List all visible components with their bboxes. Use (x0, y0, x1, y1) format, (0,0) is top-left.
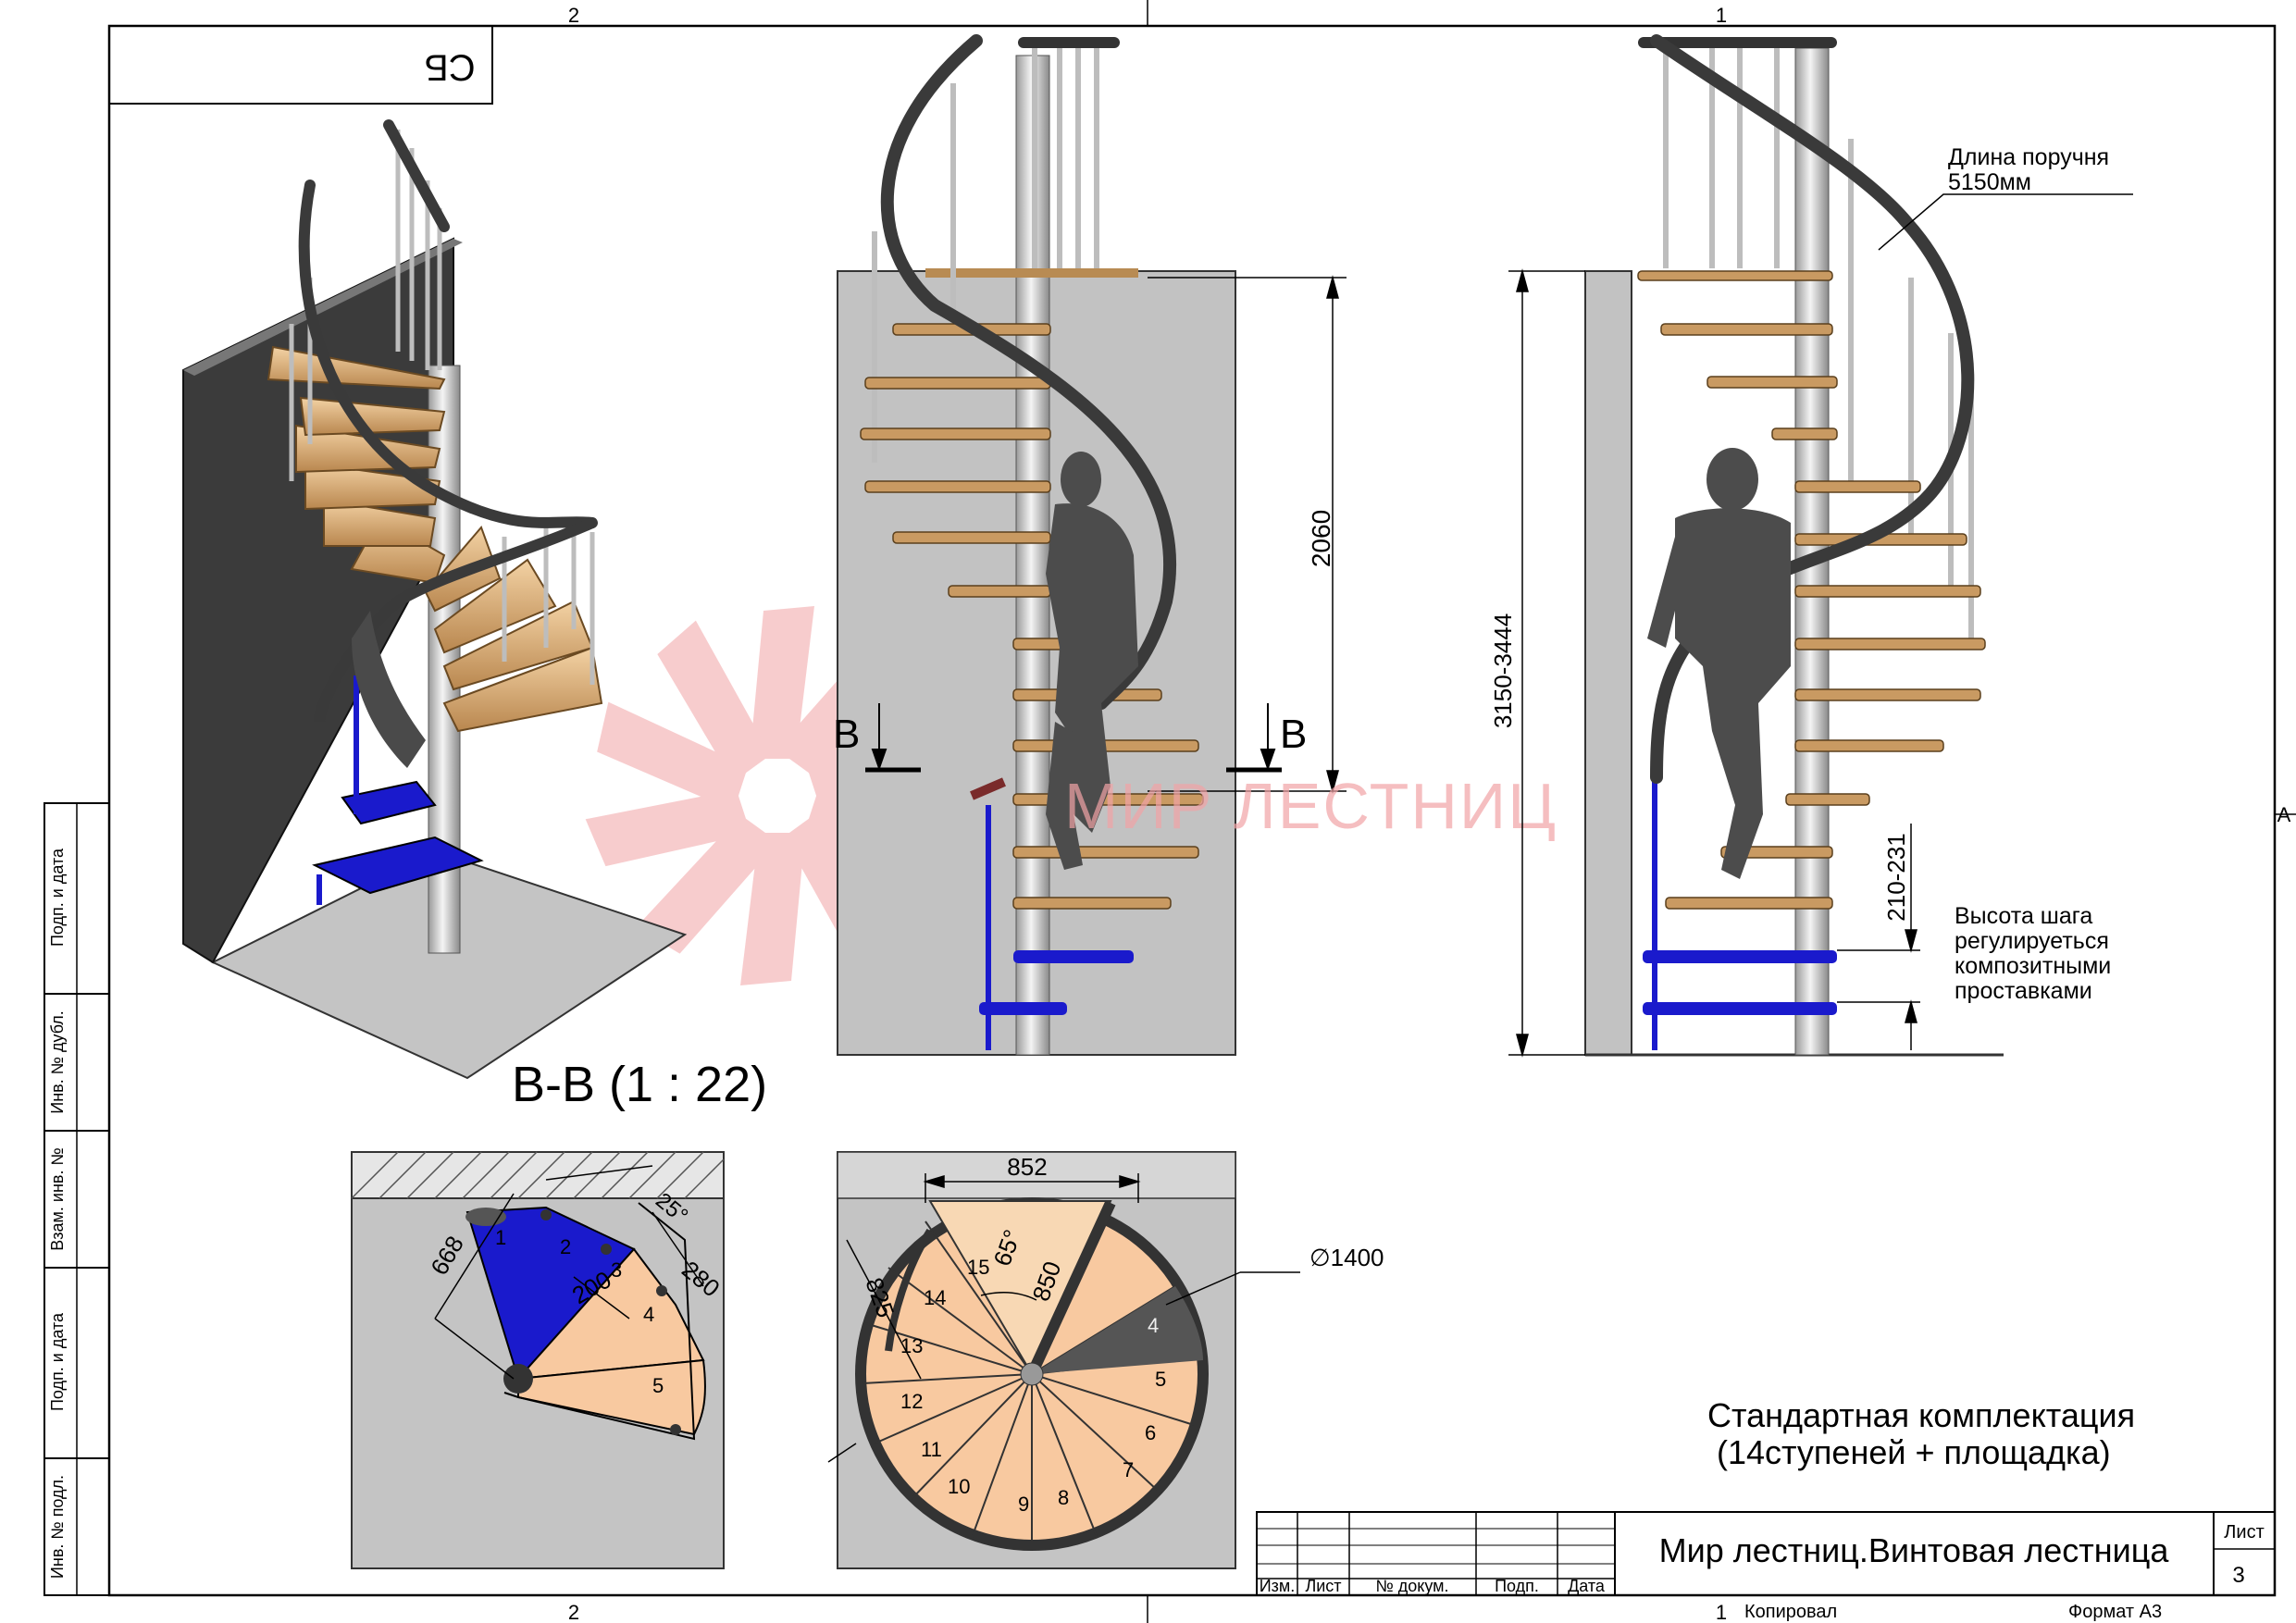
plan-left-step-3: 3 (611, 1258, 622, 1282)
stamp-corner: СБ (424, 46, 475, 87)
title-block-title: Мир лестниц.Винтовая лестница (1659, 1531, 2170, 1569)
title-block-header-izm: Изм. (1260, 1577, 1296, 1595)
height-dim-2060: 2060 (1307, 510, 1335, 567)
plan-right-step-4: 4 (1148, 1314, 1159, 1337)
isometric-view (182, 119, 688, 1080)
plan-right-step-7: 7 (1123, 1458, 1134, 1481)
watermark-text: МИР ЛЕСТНИЦ (1064, 770, 1558, 842)
title-block-copied: Копировал (1744, 1602, 1837, 1622)
side-label-4: Подп. и дата (48, 1312, 67, 1411)
plan-right-step-11: 11 (921, 1438, 942, 1461)
plan-right-step-5: 5 (1155, 1368, 1166, 1391)
plan-left-step-5: 5 (652, 1374, 664, 1397)
section-label: B-B (1 : 22) (512, 1057, 767, 1112)
side-label-2: Инв. № дубл. (48, 1010, 67, 1113)
title-block-header-doc: № докум. (1375, 1577, 1448, 1595)
plan-right-step-9: 9 (1018, 1493, 1029, 1516)
handrail-note-line2: 5150мм (1948, 169, 2031, 195)
plan-right-diameter: ∅1400 (1309, 1244, 1384, 1271)
step-note-line2: регулируеться (1955, 928, 2109, 954)
plan-left-step-1: 1 (495, 1226, 506, 1249)
plan-right-step-15: 15 (967, 1256, 989, 1279)
zone-right: A (2277, 803, 2291, 826)
total-height-dim: 3150-3444 (1489, 613, 1517, 728)
cut-label-left: B (833, 712, 860, 757)
plan-right-step-13: 13 (900, 1334, 923, 1357)
title-block-format: Формат А3 (2068, 1602, 2162, 1622)
plan-left (351, 1151, 725, 1569)
step-height-dim: 210-231 (1882, 833, 1910, 921)
side-label-3: Взам. инв. № (48, 1147, 67, 1251)
front-view (837, 34, 1347, 1056)
cut-label-right: B (1280, 712, 1307, 757)
zone-bottom-left: 2 (568, 1601, 579, 1623)
plan-right-step-6: 6 (1145, 1421, 1156, 1444)
title-block-header-list: Лист (1305, 1577, 1341, 1595)
plan-left-step-4: 4 (643, 1303, 654, 1326)
plan-left-step-2: 2 (560, 1235, 571, 1258)
zone-bottom-right: 1 (1716, 1601, 1727, 1623)
plan-right-dim-852: 852 (1007, 1153, 1047, 1181)
zone-top-right: 1 (1716, 4, 1727, 27)
title-block-sheet-label: Лист (2224, 1522, 2264, 1542)
plan-right-step-12: 12 (900, 1390, 923, 1413)
side-label-5: Инв. № подл. (48, 1475, 67, 1579)
side-label-1: Подп. и дата (48, 848, 67, 947)
plan-right-step-8: 8 (1058, 1486, 1069, 1509)
title-block-header-date: Дата (1568, 1577, 1606, 1595)
title-block (1256, 1511, 2276, 1596)
drawing-frame (43, 0, 2296, 1623)
title-block-sheet-number: 3 (2232, 1563, 2244, 1588)
step-note-line4: проставками (1955, 978, 2092, 1004)
handrail-note-line1: Длина поручня (1948, 144, 2109, 170)
configuration-line2: (14ступеней + площадка) (1717, 1433, 2111, 1471)
configuration-line1: Стандартная комплектация (1707, 1396, 2135, 1434)
zone-top-left: 2 (568, 4, 579, 27)
plan-right (827, 1151, 1300, 1569)
plan-right-step-10: 10 (948, 1475, 970, 1498)
plan-right-step-14: 14 (924, 1286, 946, 1309)
title-block-header-sign: Подп. (1495, 1577, 1539, 1595)
step-note-line3: композитными (1955, 953, 2111, 979)
side-view (1508, 34, 2133, 1058)
step-note-line1: Высота шага (1955, 903, 2092, 929)
